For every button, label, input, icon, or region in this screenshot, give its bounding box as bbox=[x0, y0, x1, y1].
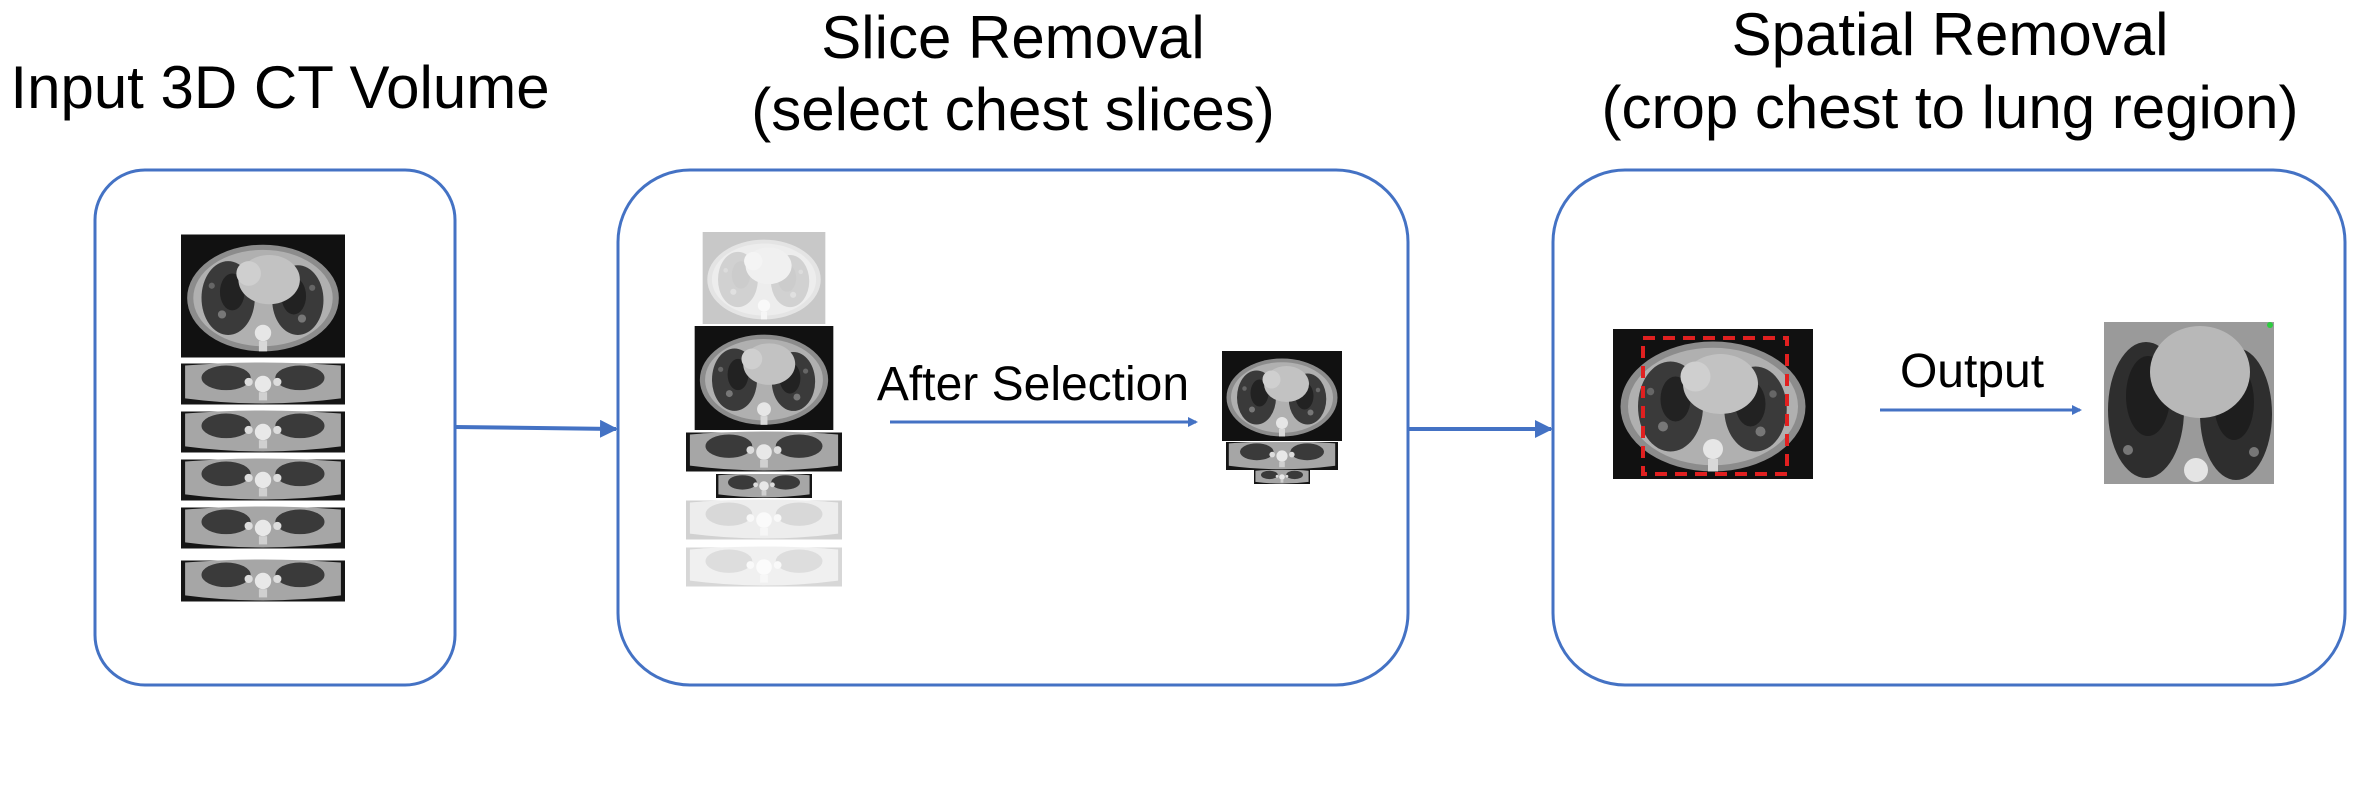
ct-volume-stack bbox=[181, 234, 345, 602]
input-stage-title: Input 3D CT Volume bbox=[10, 54, 549, 121]
slice-removal-title: Slice Removal bbox=[821, 4, 1204, 71]
ct-slice-image bbox=[181, 362, 345, 405]
after-selection-label: After Selection bbox=[877, 358, 1189, 411]
ct-slice-image bbox=[716, 474, 812, 498]
ct-slice-image bbox=[181, 410, 345, 453]
ct-slice-image bbox=[1226, 442, 1338, 470]
spatial-removal-title: Spatial Removal bbox=[1732, 1, 2169, 68]
ct-slice-image bbox=[1222, 351, 1342, 441]
ct-slice-image bbox=[686, 431, 842, 472]
ct-slice-image bbox=[181, 559, 345, 602]
ct-slice-image bbox=[694, 326, 834, 430]
slice-selection-stack bbox=[686, 232, 842, 590]
spatial-removal-subtitle: (crop chest to lung region) bbox=[1601, 74, 2298, 141]
lung-crop-box bbox=[1641, 336, 1789, 476]
selected-slices-stack bbox=[1222, 351, 1342, 484]
spatial-removal-box bbox=[1551, 168, 2347, 687]
cropped-lung-output bbox=[2104, 322, 2274, 484]
stage-connector-arrow bbox=[454, 419, 618, 438]
ct-slice-image bbox=[181, 506, 345, 549]
slice-removal-subtitle: (select chest slices) bbox=[751, 76, 1274, 143]
output-label: Output bbox=[1900, 345, 2044, 398]
ct-slice-image bbox=[1254, 470, 1310, 484]
ct-slice-with-crop bbox=[1613, 329, 1813, 479]
ct-slice-image bbox=[181, 458, 345, 501]
ct-slice-image bbox=[181, 234, 345, 358]
